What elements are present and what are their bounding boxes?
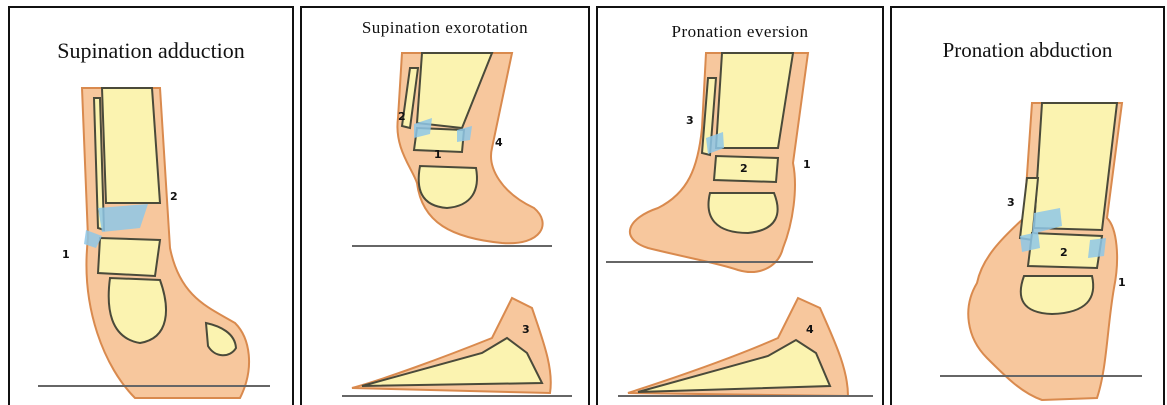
ankle-illustration: 2 1 [10,8,294,405]
panel-supination-adduction: Supination adduction 2 1 [8,6,294,405]
ankle-illustration: 2 1 4 3 [302,8,590,405]
label-1: 1 [62,248,70,261]
panel-pronation-eversion: Pronation eversion 3 2 1 4 [596,6,884,405]
label-3: 3 [686,114,694,127]
panel-supination-exorotation: Supination exorotation 2 1 4 3 [300,6,590,405]
label-3: 3 [522,323,530,336]
label-2: 2 [740,162,748,175]
label-2: 2 [170,190,178,203]
ankle-illustration: 3 2 1 4 [598,8,884,405]
label-2: 2 [1060,246,1068,259]
label-1: 1 [1118,276,1126,289]
panel-pronation-abduction: Pronation abduction 3 2 1 [890,6,1165,405]
label-2: 2 [398,110,406,123]
label-1: 1 [434,148,442,161]
label-4: 4 [495,136,503,149]
ankle-illustration: 3 2 1 [892,8,1165,405]
label-3: 3 [1007,196,1015,209]
label-4: 4 [806,323,814,336]
label-1: 1 [803,158,811,171]
